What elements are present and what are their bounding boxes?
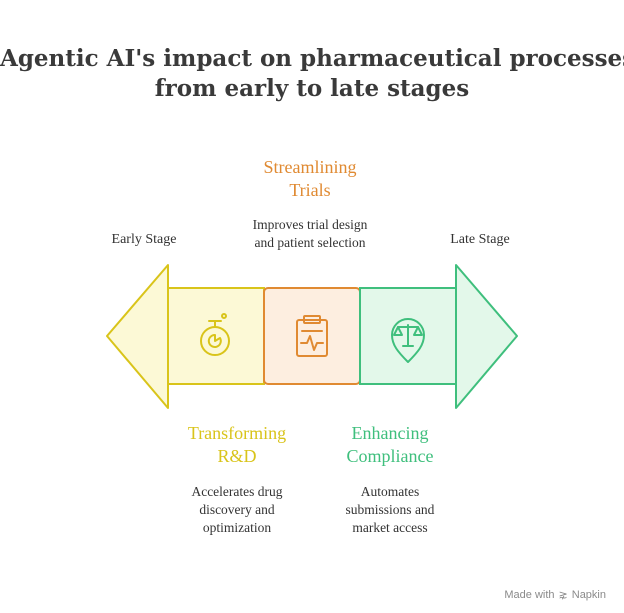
step-compliance-description: Automates submissions and market access [315,483,465,537]
step-trials-heading-line-1: Streamlining [263,157,357,177]
step-trials-desc-line-2: and patient selection [254,235,366,250]
clipboard-icon [296,315,328,357]
napkin-logo-icon: ⋧ [558,589,568,601]
step-trials-desc-line-1: Improves trial design [252,217,368,232]
step-compliance-desc-line-2: submissions and [345,502,435,517]
step-rnd-heading: Transforming R&D [158,422,316,468]
early-stage-label: Early Stage [111,232,177,247]
napkin-brand-text: Napkin [571,588,606,601]
made-with-text: Made with [504,588,555,601]
step-rnd-desc-line-1: Accelerates drug [191,484,283,499]
step-trials-heading: Streamlining Trials [232,156,388,202]
step-trials-heading-line-2: Trials [289,180,331,200]
step-rnd-desc-line-3: optimization [202,520,272,535]
step-rnd-heading-line-2: R&D [217,446,257,466]
title-line-1: Agentic AI's impact on pharmaceutical pr… [0,45,624,72]
step-compliance-desc-line-1: Automates [360,484,420,499]
footer-attribution[interactable]: Made with ⋧ Napkin [504,588,606,602]
step-trials-description: Improves trial design and patient select… [222,216,398,252]
late-stage-label: Late Stage [450,232,510,247]
step-compliance-heading: Enhancing Compliance [312,422,468,468]
step-rnd-desc-line-2: discovery and [199,502,275,517]
left-arrow-head [106,264,169,409]
right-arrow-head [455,264,518,409]
flask-icon [200,313,230,356]
segment-trials [263,287,361,385]
step-rnd-heading-line-1: Transforming [187,423,287,443]
step-rnd-description: Accelerates drug discovery and optimizat… [162,483,312,537]
title-line-2: from early to late stages [154,75,470,102]
step-compliance-heading-line-2: Compliance [346,446,434,466]
balance-scale-icon [391,318,425,363]
step-compliance-desc-line-3: market access [352,520,428,535]
step-compliance-heading-line-1: Enhancing [351,423,429,443]
page-title: Agentic AI's impact on pharmaceutical pr… [0,44,624,104]
